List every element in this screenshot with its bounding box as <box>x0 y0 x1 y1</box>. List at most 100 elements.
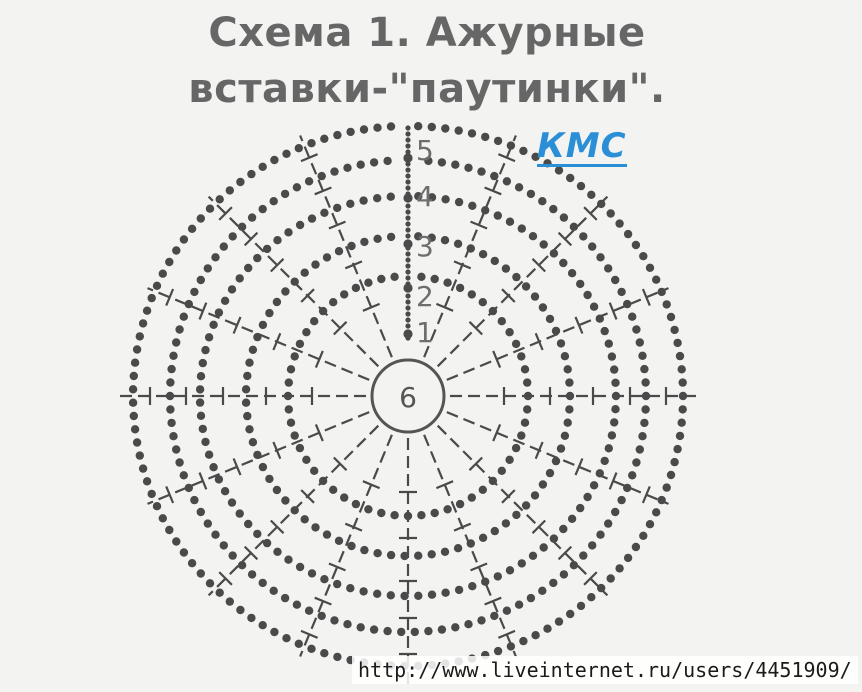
ring-dot <box>333 652 342 662</box>
ring-dot <box>244 263 253 273</box>
ring-dot <box>468 582 477 591</box>
ring-dot <box>390 511 399 520</box>
ring-dot <box>430 508 439 518</box>
ring-dot <box>531 152 540 161</box>
ring-dot <box>386 591 395 600</box>
ring-dot <box>589 481 599 490</box>
column-row-marker <box>403 239 413 249</box>
ring-dot <box>512 510 521 520</box>
ring-dot <box>135 332 144 341</box>
ring-dot <box>248 438 258 447</box>
ring-dot <box>211 530 220 539</box>
column-dot <box>405 305 411 311</box>
ring-dot <box>201 437 210 447</box>
spoke-tick <box>453 260 472 270</box>
ring-dot <box>538 197 547 206</box>
ring-dot <box>631 542 641 552</box>
ring-dot <box>258 578 267 588</box>
ring-dot <box>129 371 138 381</box>
ring-dot <box>152 502 162 511</box>
ring-dot <box>317 171 326 181</box>
spoke-10 <box>299 434 393 657</box>
center-circle <box>370 358 446 434</box>
ring-dot <box>247 570 257 579</box>
ring-dot <box>295 562 305 572</box>
ring-dot <box>142 477 152 486</box>
ring-dot <box>281 287 290 296</box>
ring-dot <box>528 551 538 560</box>
ring-dot <box>493 572 502 581</box>
spoke-tick <box>574 316 584 334</box>
ring-dot <box>639 252 648 261</box>
row-label-4: 4 <box>416 180 434 213</box>
column-dot <box>405 293 411 299</box>
column-dot <box>405 323 411 329</box>
ring-dot <box>641 391 651 401</box>
spoke-tick <box>608 302 618 320</box>
ring-dot <box>130 358 140 367</box>
row-label-1: 1 <box>416 316 434 349</box>
ring-dot <box>253 253 262 263</box>
ring-dot <box>560 352 570 361</box>
ring-dot <box>640 364 649 374</box>
ring-dot <box>520 418 530 427</box>
ring-dot <box>505 217 515 226</box>
spoke-tick <box>314 350 324 369</box>
spoke-tick <box>218 206 233 221</box>
ring-dot <box>346 584 355 593</box>
ring-dot <box>538 586 547 595</box>
spoke-tick <box>531 258 546 273</box>
ring-dot <box>369 158 379 167</box>
ring-dot <box>641 378 650 387</box>
ring-dot <box>311 260 320 269</box>
ring-dot <box>169 351 178 360</box>
column-dot <box>405 221 411 227</box>
ring-dot <box>493 211 502 220</box>
ring-dot <box>262 538 272 548</box>
spoke-chain <box>436 195 609 368</box>
ring-dot <box>678 378 687 387</box>
ring-dot <box>606 209 615 218</box>
ring-dot <box>588 242 597 251</box>
ring-dot <box>600 456 609 466</box>
spoke-tick <box>333 456 348 471</box>
spoke-tick <box>435 302 454 312</box>
ring-dot <box>414 591 423 600</box>
spoke-tick <box>484 596 502 606</box>
spoke-tick <box>328 220 346 230</box>
column-dot <box>405 251 411 257</box>
ring-dot <box>604 519 613 528</box>
ring-dot <box>427 590 437 599</box>
ring-dot <box>673 444 682 454</box>
spoke-tick <box>453 522 472 532</box>
ring-dot <box>506 642 516 651</box>
ring-dot <box>359 196 368 205</box>
ring-dot <box>539 240 548 249</box>
row-label-2: 2 <box>416 280 434 313</box>
ring-dot <box>587 593 596 602</box>
ring-dot <box>196 214 205 223</box>
spoke-2 <box>423 135 517 358</box>
ring-dot <box>241 398 251 407</box>
ring-dot <box>373 123 382 132</box>
ring-dot <box>340 290 349 299</box>
ring-dot <box>386 550 396 560</box>
ring-dot <box>292 183 302 192</box>
ring-dot <box>414 232 423 241</box>
spoke-tick <box>328 562 346 572</box>
ring-dot <box>545 468 555 478</box>
ring-dot <box>566 609 575 619</box>
ring-dot <box>330 616 339 625</box>
spoke-tick <box>300 153 319 163</box>
ring-dot <box>356 623 365 632</box>
ring-dot <box>631 240 641 250</box>
ring-dot <box>142 306 152 315</box>
ring-dot <box>617 495 626 505</box>
ring-dot <box>477 616 486 625</box>
ring-dot <box>286 418 296 427</box>
ring-dot <box>560 431 570 440</box>
column-dot <box>405 131 411 137</box>
ring-dot <box>369 625 379 634</box>
column-dot <box>405 179 411 185</box>
